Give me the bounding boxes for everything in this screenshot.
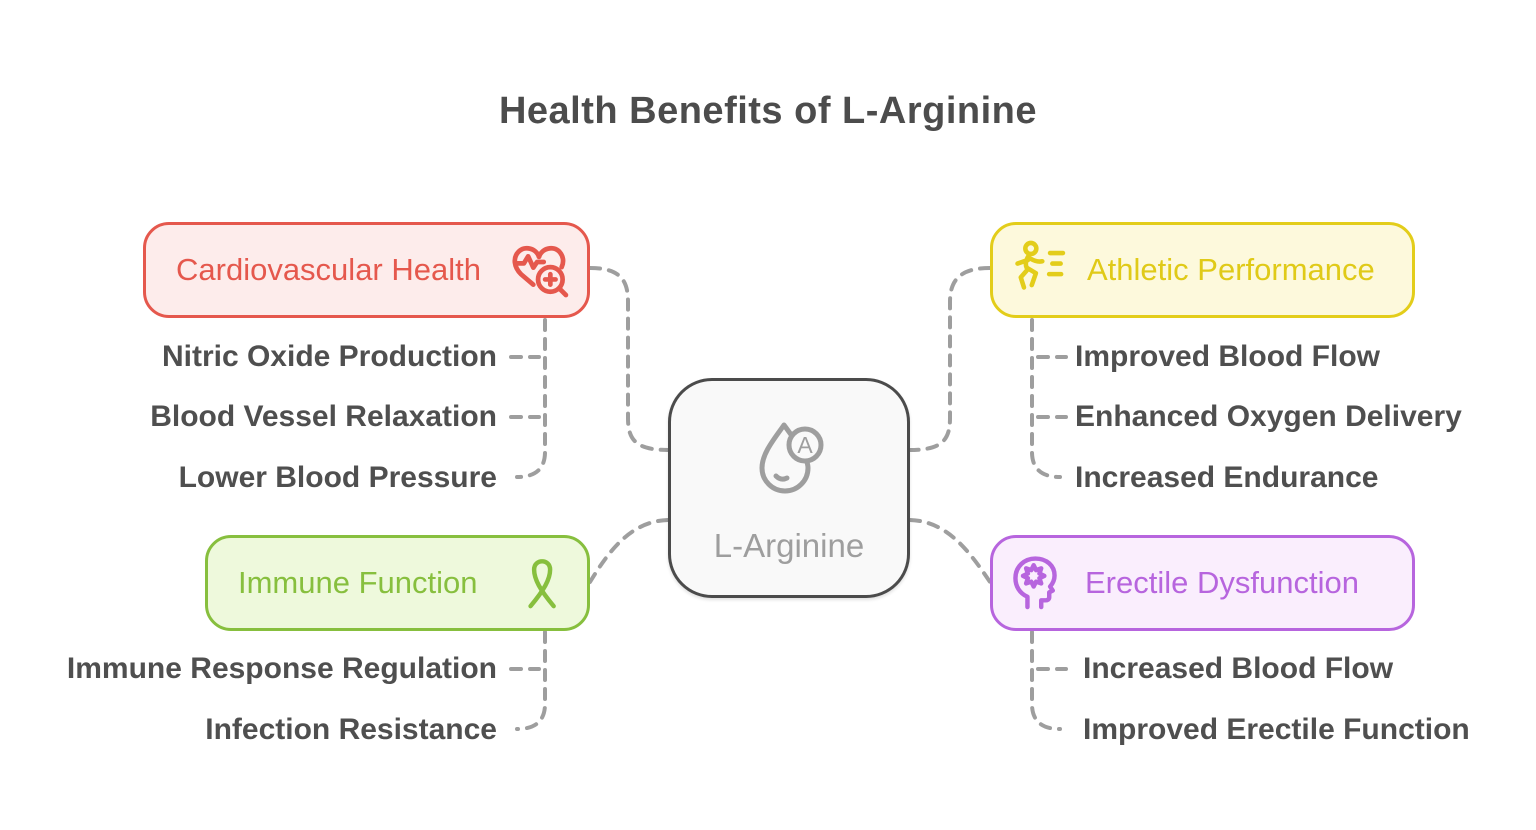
runner-icon xyxy=(1007,237,1073,303)
branch-label-erectile-dysfunction: Erectile Dysfunction xyxy=(1085,565,1359,600)
connector-immune-children-trunk xyxy=(515,630,547,731)
droplet-a-icon: A xyxy=(739,412,839,517)
child-label-improved-erectile-function: Improved Erectile Function xyxy=(1083,713,1470,746)
awareness-ribbon-icon xyxy=(511,551,575,615)
center-node: A L-Arginine xyxy=(668,378,910,598)
child-label-nitric-oxide-production: Nitric Oxide Production xyxy=(161,340,497,373)
center-node-label: L-Arginine xyxy=(713,526,865,564)
svg-text:A: A xyxy=(797,432,813,458)
child-label-increased-endurance: Increased Endurance xyxy=(1075,461,1379,494)
child-label-lower-blood-pressure: Lower Blood Pressure xyxy=(178,461,497,494)
branch-label-athletic-performance: Athletic Performance xyxy=(1087,252,1375,287)
child-label-infection-resistance: Infection Resistance xyxy=(205,713,497,746)
connector-center-to-immune xyxy=(588,518,670,584)
connector-athletic-children-trunk xyxy=(1030,318,1062,479)
child-label-enhanced-oxygen-delivery: Enhanced Oxygen Delivery xyxy=(1075,400,1462,433)
child-label-improved-blood-flow: Improved Blood Flow xyxy=(1075,340,1380,373)
branch-card-erectile-dysfunction: Erectile Dysfunction xyxy=(990,535,1415,631)
mindmap-title: Health Benefits of L-Arginine xyxy=(498,90,1038,132)
connector-center-to-erectile xyxy=(908,518,992,584)
child-label-immune-response-regulation: Immune Response Regulation xyxy=(66,652,497,685)
connector-athletic-to-center xyxy=(908,266,992,452)
branch-label-cardiovascular-health: Cardiovascular Health xyxy=(176,252,481,287)
child-label-increased-blood-flow: Increased Blood Flow xyxy=(1083,652,1394,685)
branch-label-immune-function: Immune Function xyxy=(238,565,478,600)
branch-card-cardiovascular-health: Cardiovascular Health xyxy=(143,222,590,318)
head-starburst-icon xyxy=(1007,551,1071,615)
branch-card-immune-function: Immune Function xyxy=(205,535,590,631)
branch-card-athletic-performance: Athletic Performance xyxy=(990,222,1415,318)
connector-cardiovascular-to-center xyxy=(588,266,670,452)
child-label-blood-vessel-relaxation: Blood Vessel Relaxation xyxy=(150,400,497,433)
connector-cardiovascular-children-trunk xyxy=(515,318,547,479)
connector-erectile-children-trunk xyxy=(1030,630,1062,731)
heart-pulse-magnifier-icon xyxy=(505,236,573,304)
